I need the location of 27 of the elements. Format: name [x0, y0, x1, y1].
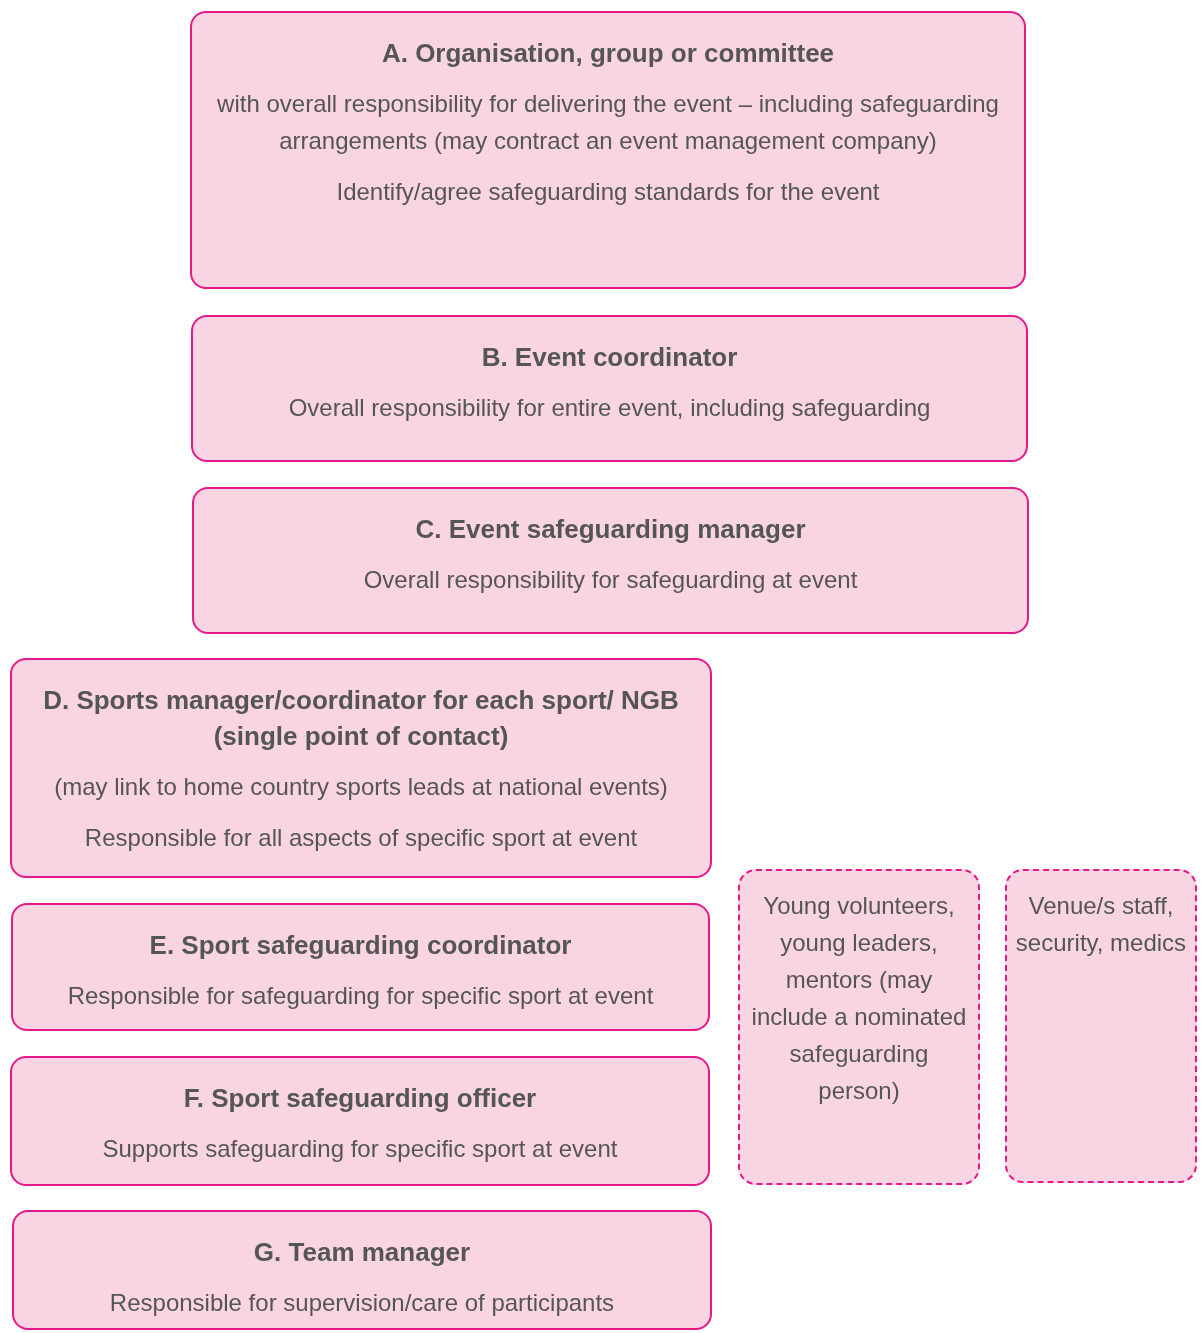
role-heading: D. Sports manager/coordinator for each sport/ NGB (single point of contact): [42, 684, 680, 753]
role-description: Responsible for safeguarding for specific sport at event: [67, 981, 654, 1011]
role-description: Supports safeguarding for specific sport at event: [102, 1134, 618, 1164]
role-box: [192, 487, 1029, 634]
role-heading: E. Sport safeguarding coordinator: [149, 929, 572, 962]
role-description: Venue/s staff, security, medics: [1014, 891, 1188, 958]
role-heading: C. Event safeguarding manager: [415, 513, 806, 546]
role-heading: B. Event coordinator: [481, 341, 738, 374]
role-description: (may link to home country sports leads at national events): [54, 772, 668, 802]
role-heading: A. Organisation, group or committee: [381, 37, 835, 70]
role-description: Responsible for all aspects of specific sport at event: [84, 823, 638, 853]
role-box: [190, 11, 1026, 289]
role-description: Young volunteers, young leaders, mentors (may include a nominated safeguarding person): [750, 891, 968, 1106]
role-description: Responsible for supervision/care of participants: [109, 1288, 615, 1318]
role-box: [11, 903, 710, 1031]
role-box: [12, 1210, 712, 1330]
dashed-role-box: [1005, 869, 1197, 1183]
role-description: Identify/agree safeguarding standards for the event: [336, 177, 880, 207]
dashed-role-box: [738, 869, 980, 1185]
role-box: [10, 1056, 710, 1186]
role-description: with overall responsibility for delivering the event – including safeguarding arrangements (may contract an event management company): [216, 89, 1000, 156]
role-description: Overall responsibility for entire event, including safeguarding: [288, 393, 931, 423]
role-box: [10, 658, 712, 878]
role-box: [191, 315, 1028, 462]
role-description: Overall responsibility for safeguarding at event: [363, 565, 858, 595]
role-heading: F. Sport safeguarding officer: [183, 1082, 537, 1115]
role-heading: G. Team manager: [253, 1236, 471, 1269]
